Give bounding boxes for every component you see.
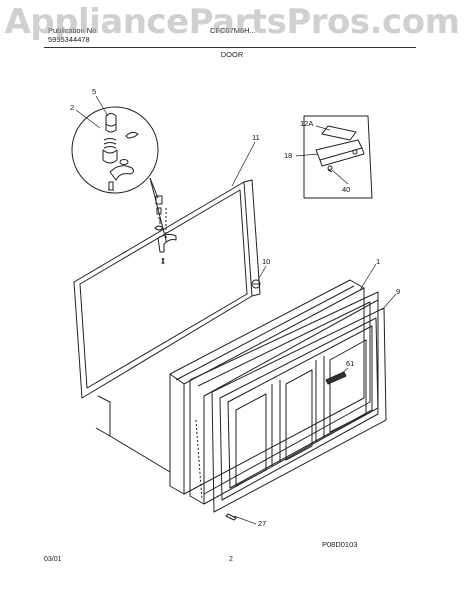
door-liner-back <box>95 376 171 473</box>
callout-9: 9 <box>396 287 400 296</box>
door-outer <box>211 307 387 513</box>
callout-12a: 12A <box>300 119 313 128</box>
door-gasket <box>73 179 261 399</box>
publication-number: 5995344478 <box>48 35 90 44</box>
callout-27: 27 <box>258 519 266 528</box>
callout-2: 2 <box>70 103 74 112</box>
header-divider <box>44 47 416 48</box>
model-number: CFC07M6H... <box>210 26 256 35</box>
screw-27 <box>225 513 237 521</box>
hinge-detail-circle <box>71 106 159 194</box>
leader-lines <box>75 95 397 525</box>
watermark: AppliancePartsPros.com <box>4 2 460 42</box>
callout-10: 10 <box>262 257 270 266</box>
callout-11: 11 <box>252 133 260 142</box>
callout-61: 61 <box>346 359 354 368</box>
hinge-parts <box>154 195 177 265</box>
callout-40: 40 <box>342 185 350 194</box>
callout-5: 5 <box>92 87 96 96</box>
door-frame <box>189 291 379 505</box>
screw-10 <box>251 279 261 289</box>
footer-date: 03/01 <box>44 556 62 563</box>
light-assembly <box>303 115 373 199</box>
callout-18: 18 <box>284 151 292 160</box>
callout-1: 1 <box>376 257 380 266</box>
section-title: DOOR <box>220 50 244 59</box>
publication-label: Publication No <box>48 26 97 35</box>
figure-code: P08D0103 <box>322 540 358 549</box>
door-panel <box>169 279 365 495</box>
footer-page-number: 2 <box>229 556 233 563</box>
